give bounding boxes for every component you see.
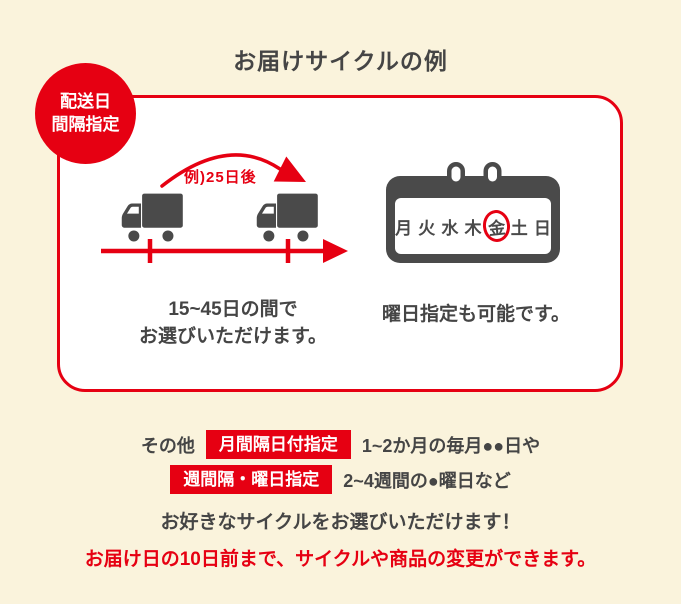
weekly-option-text: 2~4週間の●曜日など [343,470,511,491]
other-label: その他 [140,435,195,456]
calendar-day-thu: 木 [464,218,482,238]
change-notice-text: お届け日の10日前まで、サイクルや商品の変更ができます。 [84,549,597,570]
badge-line-1: 配送日 [60,92,111,112]
interval-caption: 15~45日の間で お選びいただけます。 [77,297,389,350]
arc-label: 例)25日後 [184,169,257,186]
interval-caption-line-1: 15~45日の間で [168,299,298,320]
weekly-interval-badge: 週間隔・曜日指定 [170,465,333,494]
calendar-day-tue: 火 [418,218,436,238]
badge-line-2: 間隔指定 [51,114,120,134]
calendar-day-row: 月 火 水 木 金 土 日 [393,198,553,254]
calendar-day-mon: 月 [395,218,413,238]
monthly-interval-badge: 月間隔日付指定 [205,430,351,459]
weekly-option-row: 週間隔・曜日指定 2~4週間の●曜日など [170,465,511,494]
page-title: お届けサイクルの例 [233,48,448,74]
calendar-icon: 月 火 水 木 金 土 日 [383,162,563,266]
timeline-arrow-icon [101,239,348,263]
weekday-caption: 曜日指定も可能です。 [381,304,571,325]
calendar-day-wed: 水 [441,218,459,238]
footer-section: その他 月間隔日付指定 1~2か月の毎月●●日や 週間隔・曜日指定 2~4週間の… [0,430,681,571]
calendar-day-fri-circled: 金 [480,208,512,244]
monthly-option-text: 1~2か月の毎月●●日や [361,435,541,456]
truck-icon [121,193,183,244]
monthly-option-row: その他 月間隔日付指定 1~2か月の毎月●●日や [141,430,540,459]
calendar-day-sun: 日 [533,218,551,238]
interval-caption-line-2: お選びいただけます。 [138,325,328,347]
choose-cycle-text: お好きなサイクルをお選びいただけます！ [160,512,521,533]
curved-arrow-icon [160,153,306,188]
calendar-day-sat: 土 [510,218,528,238]
delivery-interval-badge: 配送日 間隔指定 [35,63,136,164]
truck-icon [256,193,318,244]
calendar-frame [386,162,560,263]
